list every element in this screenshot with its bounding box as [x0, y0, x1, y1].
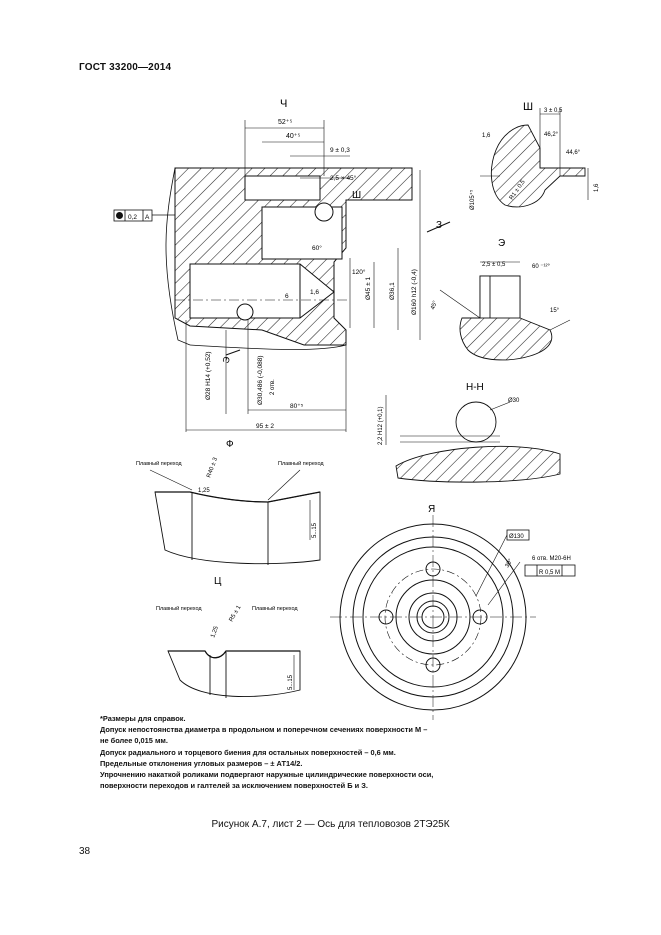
note-line: Допуск непостоянства диаметра в продольн…	[100, 725, 428, 735]
note-line: Предельные отклонения угловых размеров –…	[100, 758, 303, 768]
view-label-ts: Ц	[214, 576, 222, 587]
sh-dim-44: 44,6°	[566, 150, 581, 156]
dim-45: Ø45 ± 1	[365, 277, 372, 300]
f-dim-r40: R40 ± 3	[206, 456, 219, 478]
view-label-z: З	[436, 220, 442, 231]
f-dim-5-15: 5...15	[312, 522, 318, 538]
dim-2holes: 2 отв.	[270, 379, 276, 395]
e-dim-2-5: 2,5 ± 0,5	[482, 262, 506, 268]
tolerance-base: А	[145, 214, 150, 221]
page-number: 38	[79, 846, 91, 857]
dim-1-6: 1,6	[310, 289, 319, 296]
dim-30: Ø30,486 (-0,088)	[257, 355, 264, 405]
view-label-nn: Н-Н	[466, 382, 484, 393]
detail-view-e	[439, 261, 571, 361]
detail-view-ts	[167, 650, 301, 698]
main-section-view	[113, 120, 451, 432]
sh-dim-3: 3 ± 0,5	[544, 108, 563, 114]
ya-dim-30: 30°	[505, 558, 515, 569]
dim-60: 60°	[312, 244, 322, 252]
dim-6: 6	[285, 293, 289, 300]
sh-dim-46: 46,2°	[544, 132, 559, 138]
ts-smooth-left: Плавный переход	[156, 605, 202, 612]
dim-28: Ø28 H14 (+0,52)	[205, 351, 212, 400]
note-line: не более 0,015 мм.	[100, 736, 168, 746]
view-label-sh: Ш	[523, 101, 533, 113]
ya-dim-130: Ø130	[509, 534, 524, 540]
sh-dim-1-6b: 1,6	[594, 183, 600, 192]
note-line: поверхности переходов и галтелей за искл…	[100, 781, 368, 791]
dim-120: 120°	[352, 268, 366, 276]
dim-9: 9 ± 0,3	[330, 147, 350, 154]
e-dim-60: 60 ⁻¹²°	[532, 264, 551, 270]
dim-40: 40⁺⁵	[286, 133, 300, 140]
dim-chamfer: 2,5 × 45°	[330, 174, 357, 182]
ts-smooth-right: Плавный переход	[252, 605, 298, 612]
section-view-nn	[385, 395, 561, 483]
note-line: *Размеры для справок.	[100, 714, 186, 723]
tolerance-value: 0,2	[128, 214, 137, 221]
dim-52: 52⁺⁵	[278, 119, 292, 126]
e-dim-15: 15°	[550, 308, 560, 314]
view-label-ya: Я	[428, 504, 435, 515]
ts-dim-r5: R5 ± 1	[229, 604, 243, 623]
dim-36: Ø36,1	[389, 282, 396, 300]
sh-dim-1-6a: 1,6	[482, 133, 491, 139]
view-label-sh-main: Ш	[352, 190, 361, 201]
note-line: Упрочнению накаткой роликами подвергают …	[100, 770, 434, 780]
view-label-ch: Ч	[280, 98, 287, 110]
f-dim-1-25: 1,25	[198, 488, 210, 494]
detail-view-sh	[480, 108, 589, 208]
f-smooth-left: Плавный переход	[136, 460, 182, 467]
nn-dim-2-2: 2,2 H12 (+0,1)	[378, 406, 384, 445]
end-view-ya	[330, 515, 576, 720]
ya-holes: 6 отв. М20-6Н	[532, 556, 571, 562]
view-label-f: Ф	[226, 439, 234, 450]
dim-160: Ø160 h12 (-0,4)	[411, 269, 418, 315]
view-label-e-main: Э	[220, 355, 232, 365]
detail-view-f	[149, 469, 321, 565]
ts-dim-1-25: 1,25	[210, 625, 220, 639]
note-line: Допуск радиального и торцевого биения дл…	[100, 747, 396, 757]
view-label-e: Э	[498, 238, 505, 249]
e-dim-45: 45°	[430, 300, 439, 311]
standard-header: ГОСТ 33200—2014	[79, 62, 172, 73]
f-smooth-right: Плавный переход	[278, 460, 324, 467]
sh-dim-105: Ø105⁺⁵	[469, 189, 476, 210]
ts-dim-5-15: 5...15	[288, 674, 294, 690]
nn-dim-30: Ø30	[508, 398, 520, 404]
drawing-notes: *Размеры для справок. Допуск непостоянст…	[100, 713, 530, 791]
dim-80: 80⁺⁵	[290, 403, 304, 410]
dim-95: 95 ± 2	[256, 423, 274, 430]
ya-position-tol: R 0,5 М	[539, 570, 560, 576]
figure-caption: Рисунок А.7, лист 2 — Ось для тепловозов…	[211, 819, 450, 830]
